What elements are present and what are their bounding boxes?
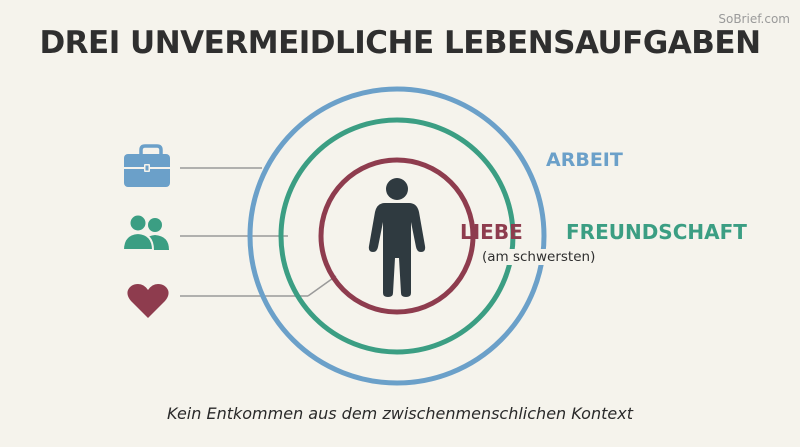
label-freundschaft: FREUNDSCHAFT: [563, 220, 750, 244]
page-title: DREI UNVERMEIDLICHE LEBENSAUFGABEN: [39, 25, 761, 61]
people-icon: [121, 213, 169, 251]
watermark: SoBrief.com: [718, 12, 790, 26]
briefcase-icon: [124, 144, 170, 187]
person-icon: [368, 178, 426, 297]
ring-liebe: [318, 157, 476, 315]
label-arbeit: ARBEIT: [543, 149, 626, 171]
ring-freundschaft: [278, 117, 516, 355]
label-liebe-note: (am schwersten): [480, 249, 598, 265]
footer-caption: Kein Entkommen aus dem zwischenmenschlic…: [167, 404, 633, 423]
heart-icon: [127, 284, 169, 318]
ring-arbeit: [247, 86, 547, 386]
connector-line-liebe-diagonal: [307, 275, 337, 297]
label-liebe: LIEBE: [460, 220, 523, 244]
